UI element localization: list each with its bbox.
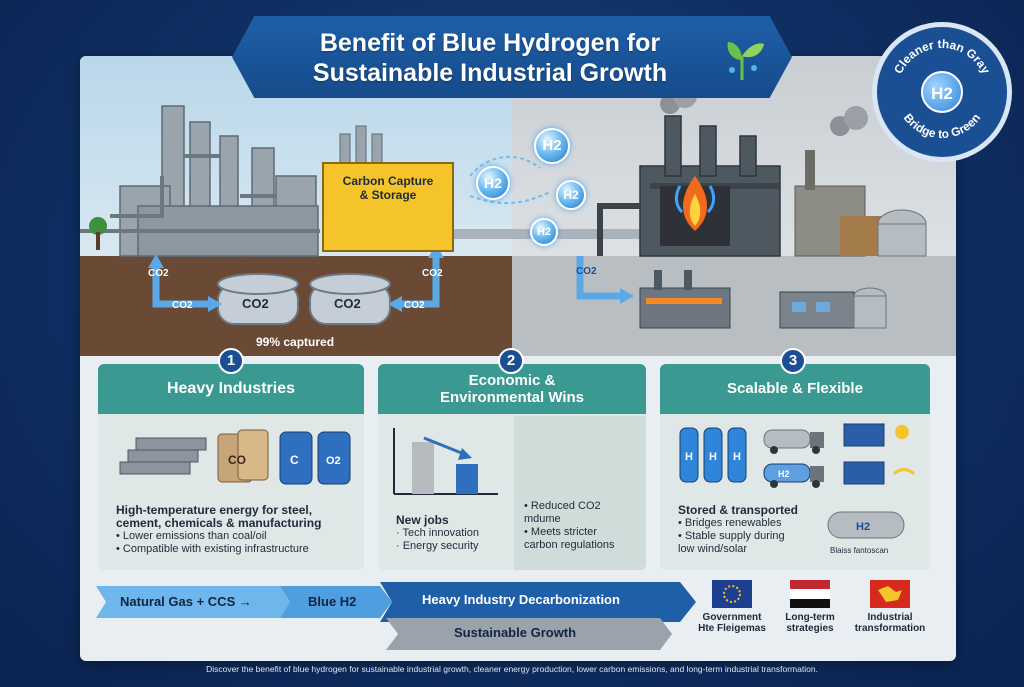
ccs-label: Carbon Capture & Storage: [342, 174, 434, 202]
panel-economic-environmental: Economic & Environmental Wins New jobs ·…: [378, 364, 646, 570]
bullet: • Stable supply during: [678, 530, 785, 542]
flag-eu-icon: [712, 580, 752, 608]
storage-transport-illustration: H H H H2 H2: [679, 423, 916, 539]
bullet: • Reduced CO2: [524, 500, 601, 512]
bullet: mdume: [524, 513, 561, 525]
co2-tank-label: CO2: [334, 296, 361, 311]
truck-label: H2: [778, 469, 790, 479]
h2-molecule: H2: [556, 180, 586, 210]
panel-title: Scalable & Flexible: [660, 364, 930, 414]
storage-tank-label: H2: [856, 521, 870, 533]
bullet: • Bridges renewables: [678, 517, 782, 529]
h2-molecule-icon: H2: [921, 71, 963, 113]
industrial-scene-illustration: [80, 84, 927, 329]
co2-flow-label: CO2: [172, 300, 193, 311]
infographic-frame: Carbon Capture & Storage H2 H2 H2 H2 CO2…: [80, 56, 956, 661]
panel-body: Stored & transported • Bridges renewable…: [678, 504, 826, 556]
flag-icon: [790, 580, 830, 608]
panel-right-section: [514, 416, 646, 570]
panel-body-right: • Reduced CO2 mdume • Meets stricter car…: [524, 500, 642, 552]
cylinder-label: H: [733, 451, 741, 463]
decarbonization-flow-arrows: [96, 582, 696, 650]
panel-scalable-flexible: Scalable & Flexible H H H H2 H2 Store: [660, 364, 930, 570]
badge-bottom-text: Bridge to Green: [901, 111, 983, 141]
h2-molecule: H2: [476, 166, 510, 200]
panel-heavy-industries: Heavy Industries CO C O2 High-temperatur…: [98, 364, 364, 570]
co2-flow-label: CO2: [404, 300, 425, 311]
drum-label: C: [290, 453, 299, 467]
co2-flow-label: CO2: [576, 266, 597, 277]
tank-caption: Blaiss fantoscan: [830, 546, 889, 555]
panel-body: High-temperature energy for steel, cemen…: [116, 504, 356, 556]
industry-materials-illustration: CO C O2: [119, 429, 351, 485]
svg-text:Bridge to Green: Bridge to Green: [901, 111, 983, 141]
bullet: • Lower emissions than coal/oil: [116, 530, 267, 542]
bullet: • Compatible with existing infrastructur…: [116, 543, 309, 555]
sprout-leaf-icon: [727, 42, 764, 80]
step-number-badge: 2: [498, 348, 524, 374]
cylinder-label: H: [709, 451, 717, 463]
flow-step-4: Sustainable Growth: [454, 625, 577, 640]
flow-step-2: Blue H2: [308, 594, 357, 609]
co2-flow-label: CO2: [422, 268, 443, 279]
panel-body-left: New jobs · Tech innovation · Energy secu…: [396, 514, 516, 553]
page-title: Benefit of Blue Hydrogen for Sustainable…: [312, 29, 668, 87]
bullet: carbon regulations: [524, 539, 615, 551]
h2-molecule: H2: [534, 128, 570, 164]
flow-step-1: Natural Gas + CCS →: [120, 594, 252, 609]
footer-caption: Discover the benefit of blue hydrogen fo…: [206, 664, 818, 674]
bullet: · Tech innovation: [396, 527, 479, 539]
h2-molecule: H2: [530, 218, 558, 246]
flow-step-3: Heavy Industry Decarbonization: [422, 592, 620, 607]
bullet: · Energy security: [396, 540, 479, 552]
bullet: low wind/solar: [678, 543, 748, 555]
step-number-badge: 1: [218, 348, 244, 374]
carbon-capture-building: [322, 162, 454, 252]
step-number-badge: 3: [780, 348, 806, 374]
cleaner-than-gray-badge: Cleaner than Gray Bridge to Green H2: [872, 22, 1012, 162]
co2-flow-label: CO2: [148, 268, 169, 279]
drum-label: O2: [326, 455, 341, 467]
co2-tank-label: CO2: [242, 296, 269, 311]
bullet: • Meets stricter: [524, 526, 597, 538]
captured-percentage: 99% captured: [256, 335, 335, 349]
bag-label: CO: [228, 453, 246, 467]
title-banner: [232, 16, 792, 98]
cylinder-label: H: [685, 451, 693, 463]
flag-icon: [870, 580, 910, 608]
